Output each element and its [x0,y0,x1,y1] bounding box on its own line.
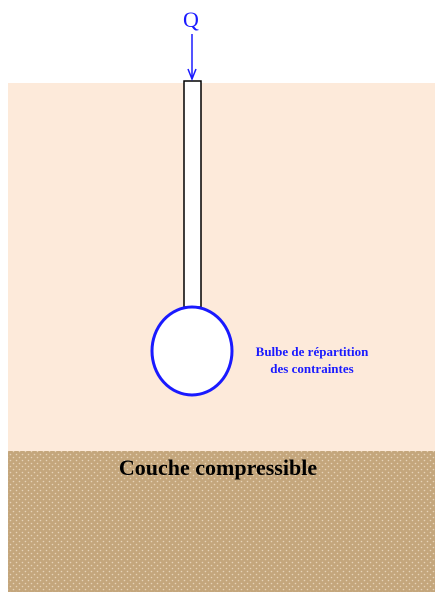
compressible-layer [8,451,435,592]
pile-shaft [183,80,202,308]
load-arrow-head [187,68,197,82]
soil-region [8,83,435,451]
stress-bulb [150,305,234,397]
load-label: Q [183,7,199,32]
bulb-label-line2: des contraintes [270,361,353,376]
compressible-layer-label: Couche compressible [119,455,317,480]
bulb-label-line1: Bulbe de répartition [256,344,369,359]
